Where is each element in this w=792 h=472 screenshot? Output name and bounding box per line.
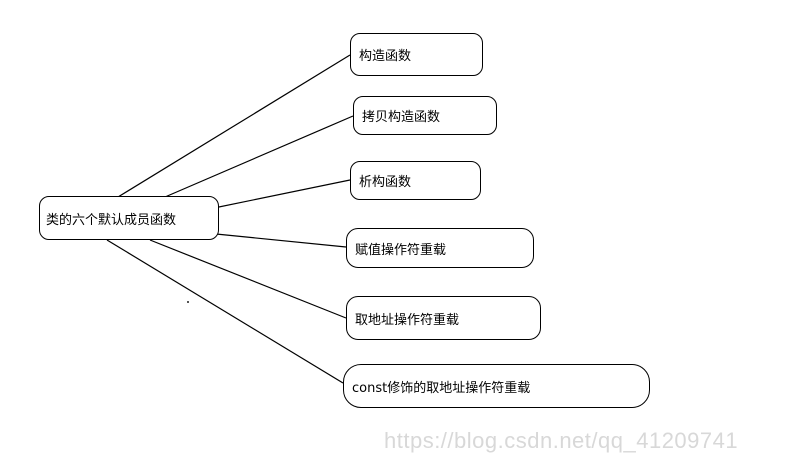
connector-line bbox=[117, 54, 351, 198]
child-node-label: 拷贝构造函数 bbox=[362, 110, 441, 125]
connector-line bbox=[213, 179, 351, 209]
child-node-label: const修饰的取地址操作符重载 bbox=[352, 380, 531, 396]
child-node-label: 赋值操作符重载 bbox=[355, 242, 447, 258]
root-node: 类的六个默认成员函数 bbox=[39, 196, 219, 240]
connector-line bbox=[215, 233, 347, 248]
child-node-constructor: 构造函数 bbox=[350, 33, 483, 76]
child-node-label: 构造函数 bbox=[359, 49, 412, 64]
connector-line bbox=[149, 239, 347, 319]
child-node-assignment-operator: 赋值操作符重载 bbox=[346, 228, 534, 268]
connector-line bbox=[164, 115, 354, 198]
watermark-text: https://blog.csdn.net/qq_41209741 bbox=[384, 428, 739, 453]
child-node-label: 取地址操作符重载 bbox=[355, 312, 460, 328]
child-node-destructor: 析构函数 bbox=[350, 161, 481, 200]
child-node-address-operator: 取地址操作符重载 bbox=[346, 296, 541, 340]
stray-dot bbox=[187, 301, 189, 303]
child-node-const-address-operator: const修饰的取地址操作符重载 bbox=[343, 364, 650, 408]
root-node-label: 类的六个默认成员函数 bbox=[46, 212, 177, 228]
connector-line bbox=[106, 239, 344, 384]
child-node-label: 析构函数 bbox=[359, 175, 412, 190]
child-node-copy-constructor: 拷贝构造函数 bbox=[353, 96, 497, 135]
